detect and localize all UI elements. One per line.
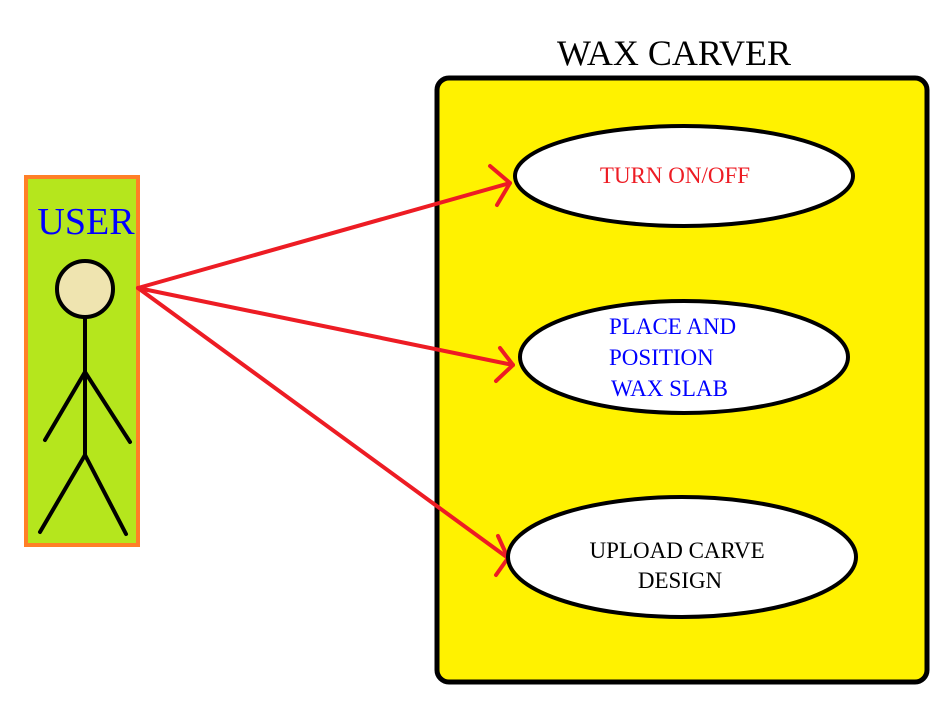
actor-head <box>55 259 115 319</box>
actor-label: USER <box>37 201 135 243</box>
actor-right-arm <box>83 370 132 444</box>
actor-left-arm <box>43 370 87 442</box>
arrow-to-place-position <box>136 286 515 383</box>
use-case-ellipse <box>518 299 850 415</box>
actor-user: USER <box>24 175 140 547</box>
stick-figure-icon <box>38 259 132 536</box>
use-case-label: PLACE AND POSITION WAX SLAB <box>609 314 742 401</box>
use-case-ellipse <box>506 495 858 619</box>
actor-left-leg <box>38 453 87 534</box>
use-case-label: TURN ON/OFF <box>600 163 750 188</box>
actor-right-leg <box>83 453 128 536</box>
arrow-to-turn-on-off <box>136 164 512 290</box>
system-title: WAX CARVER <box>557 33 791 73</box>
use-case-place-position-wax-slab: PLACE AND POSITION WAX SLAB <box>518 299 850 415</box>
association-arrows <box>136 164 515 577</box>
use-case-upload-carve-design: UPLOAD CARVE DESIGN <box>506 495 858 619</box>
use-case-label: UPLOAD CARVE DESIGN <box>590 538 771 593</box>
actor-box <box>24 175 140 547</box>
use-case-turn-on-off: TURN ON/OFF <box>513 124 855 228</box>
use-case-ellipse <box>513 124 855 228</box>
